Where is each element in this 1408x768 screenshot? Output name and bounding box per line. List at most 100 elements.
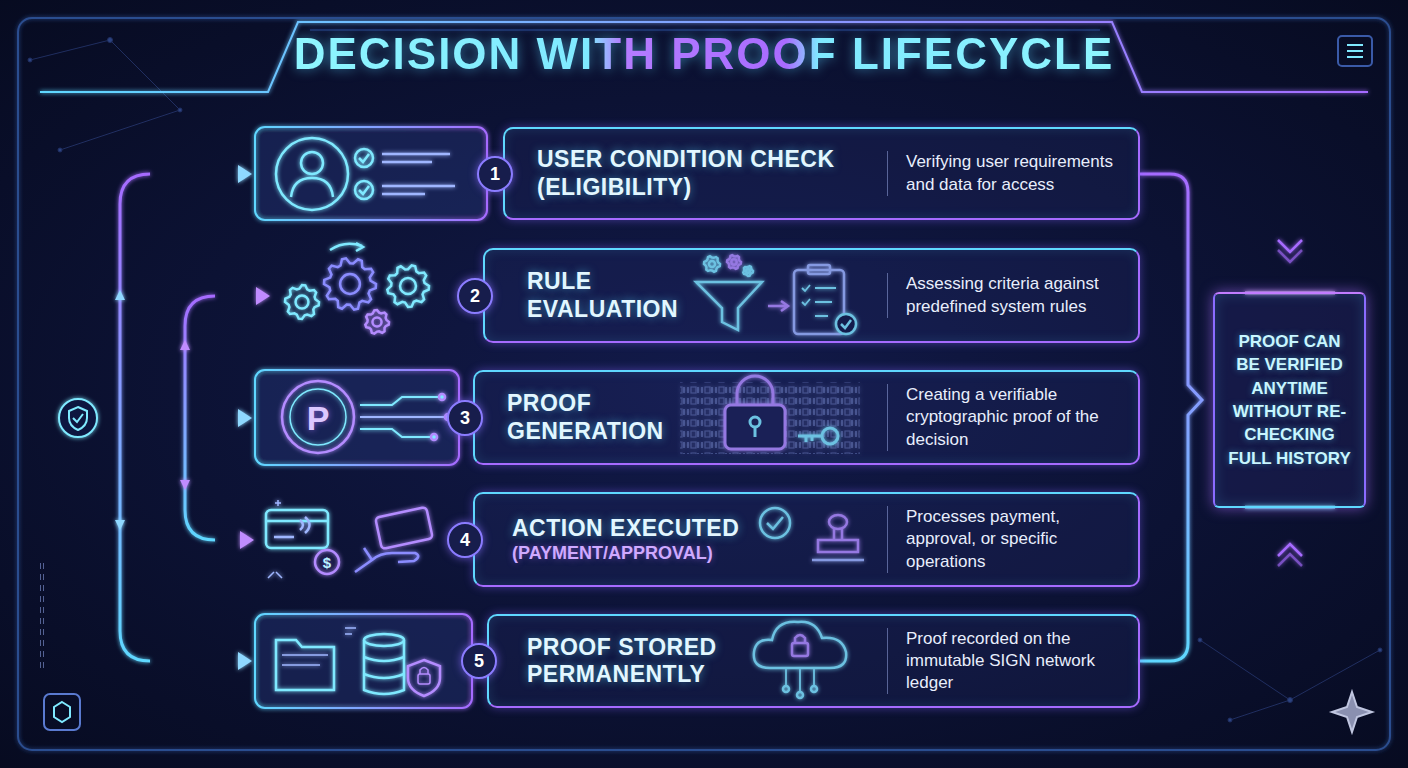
network-dots	[1230, 700, 1290, 720]
step-title: PROOF STORED PERMANENTLY	[527, 634, 732, 688]
step-heading-group: PROOF STORED PERMANENTLY	[527, 634, 732, 688]
network-dots	[110, 40, 180, 110]
process-box: 3PROOF GENERATIONCreating a verifiable c…	[473, 370, 1140, 465]
network-dots	[1290, 650, 1380, 700]
gear-hub	[340, 274, 360, 294]
gear-outline	[324, 258, 376, 309]
left-flow-tree	[215, 539, 242, 542]
storage-icon	[282, 655, 328, 665]
icon-glyph: P	[307, 401, 330, 435]
user-icon	[276, 138, 455, 210]
step-number: 2	[470, 287, 480, 305]
left-flow-tree	[96, 417, 240, 420]
storage-icon	[276, 628, 440, 696]
network-dots	[1228, 718, 1232, 722]
menu-icon	[1347, 56, 1363, 58]
menu-icon	[1347, 44, 1363, 46]
proof-coin-icon	[282, 381, 451, 453]
chevron-marks	[1278, 250, 1302, 262]
network-dots	[1288, 698, 1293, 703]
step-heading-group: ACTION EXECUTED(PAYMENT/APPROVAL)	[512, 515, 739, 565]
step-description: Creating a verifiable cryptographic proo…	[906, 384, 1132, 450]
process-box: 5PROOF STORED PERMANENTLYProof recorded …	[487, 614, 1140, 708]
payment-icon	[364, 548, 372, 560]
gear-icon	[356, 243, 363, 251]
outer-frame	[40, 22, 1368, 92]
step-number-circle: 3	[447, 400, 483, 436]
user-icon	[382, 193, 425, 196]
arrow-heads	[115, 290, 125, 300]
payment-icon	[305, 517, 310, 533]
step-heading-group: RULE EVALUATION	[527, 268, 678, 322]
user-icon	[355, 181, 373, 199]
step-subtitle: (PAYMENT/APPROVAL)	[512, 542, 739, 565]
proof-coin-icon	[431, 434, 437, 440]
step-title: USER CONDITION CHECK (ELIGIBILITY)	[537, 146, 867, 200]
gear-icon	[330, 244, 362, 250]
step-description: Proof recorded on the immutable SIGN net…	[906, 628, 1132, 694]
corner-logos	[1332, 692, 1372, 732]
proof-coin-icon	[439, 394, 445, 400]
title-bar: DECISION WITH PROOF LIFECYCLE	[0, 30, 1408, 78]
step-title: ACTION EXECUTED	[512, 515, 739, 542]
storage-icon	[276, 640, 334, 690]
network-dots	[1200, 640, 1290, 700]
payment-icon	[315, 550, 339, 574]
user-icon	[301, 152, 323, 174]
left-flow-tree	[120, 174, 150, 661]
icon-box-frames	[255, 127, 487, 708]
menu-icon	[1347, 50, 1363, 52]
payment-icon	[274, 536, 294, 539]
user-icon	[355, 149, 373, 167]
step-number: 5	[474, 652, 484, 670]
network-dots	[1198, 638, 1202, 642]
proof-coin-icon	[282, 381, 354, 453]
proof-coin-icon	[360, 397, 440, 405]
user-icon	[291, 178, 333, 197]
proof-coin-icon	[290, 389, 346, 445]
process-box: 4ACTION EXECUTED(PAYMENT/APPROVAL)Proces…	[473, 492, 1140, 587]
shield-badge	[73, 414, 83, 422]
step-number-circle: 4	[447, 522, 483, 558]
left-flow-tree	[96, 174, 258, 661]
shield-badge	[59, 399, 97, 437]
step-description: Verifying user requirements and data for…	[906, 151, 1132, 195]
gear-outline	[387, 265, 429, 307]
arrow-heads	[238, 652, 252, 670]
user-icon	[382, 185, 455, 188]
step-description-column: Assessing criteria against predefined sy…	[887, 273, 1132, 317]
network-dots	[60, 110, 180, 150]
step-description: Processes payment, approval, or specific…	[906, 506, 1132, 572]
storage-icon	[364, 657, 404, 678]
step-description: Assessing criteria against predefined sy…	[906, 273, 1132, 317]
user-icon	[382, 161, 432, 164]
process-box: 2RULE EVALUATIONAssessing criteria again…	[483, 248, 1140, 343]
step-description-column: Verifying user requirements and data for…	[887, 151, 1132, 195]
network-dots	[28, 38, 1382, 723]
icon-box-frames	[255, 370, 459, 465]
gear-outline	[365, 310, 389, 334]
proof-coin-icon	[360, 416, 446, 418]
storage-icon	[364, 640, 404, 694]
step-description-column: Proof recorded on the immutable SIGN net…	[887, 628, 1132, 694]
step-description-column: Creating a verifiable cryptographic proo…	[887, 384, 1132, 450]
arrow-heads	[180, 340, 190, 350]
user-icon	[359, 186, 369, 194]
payment-icon	[375, 507, 433, 549]
summary-panel: PROOF CAN BE VERIFIED ANYTIME WITHOUT RE…	[1213, 292, 1366, 508]
payment-icon	[355, 553, 418, 572]
storage-icon	[364, 634, 404, 646]
user-icon	[276, 138, 348, 210]
step-description-column: Processes payment, approval, or specific…	[887, 506, 1132, 572]
title: DECISION WITH PROOF LIFECYCLE	[294, 30, 1115, 78]
gear-hub	[400, 278, 416, 294]
arrow-heads	[240, 531, 254, 549]
payment-icon	[266, 520, 328, 523]
step-number-circle: 1	[477, 156, 513, 192]
shield-badge	[69, 407, 87, 430]
payment-icon	[268, 572, 282, 578]
outer-frame	[18, 18, 1390, 750]
user-icon	[359, 154, 369, 162]
